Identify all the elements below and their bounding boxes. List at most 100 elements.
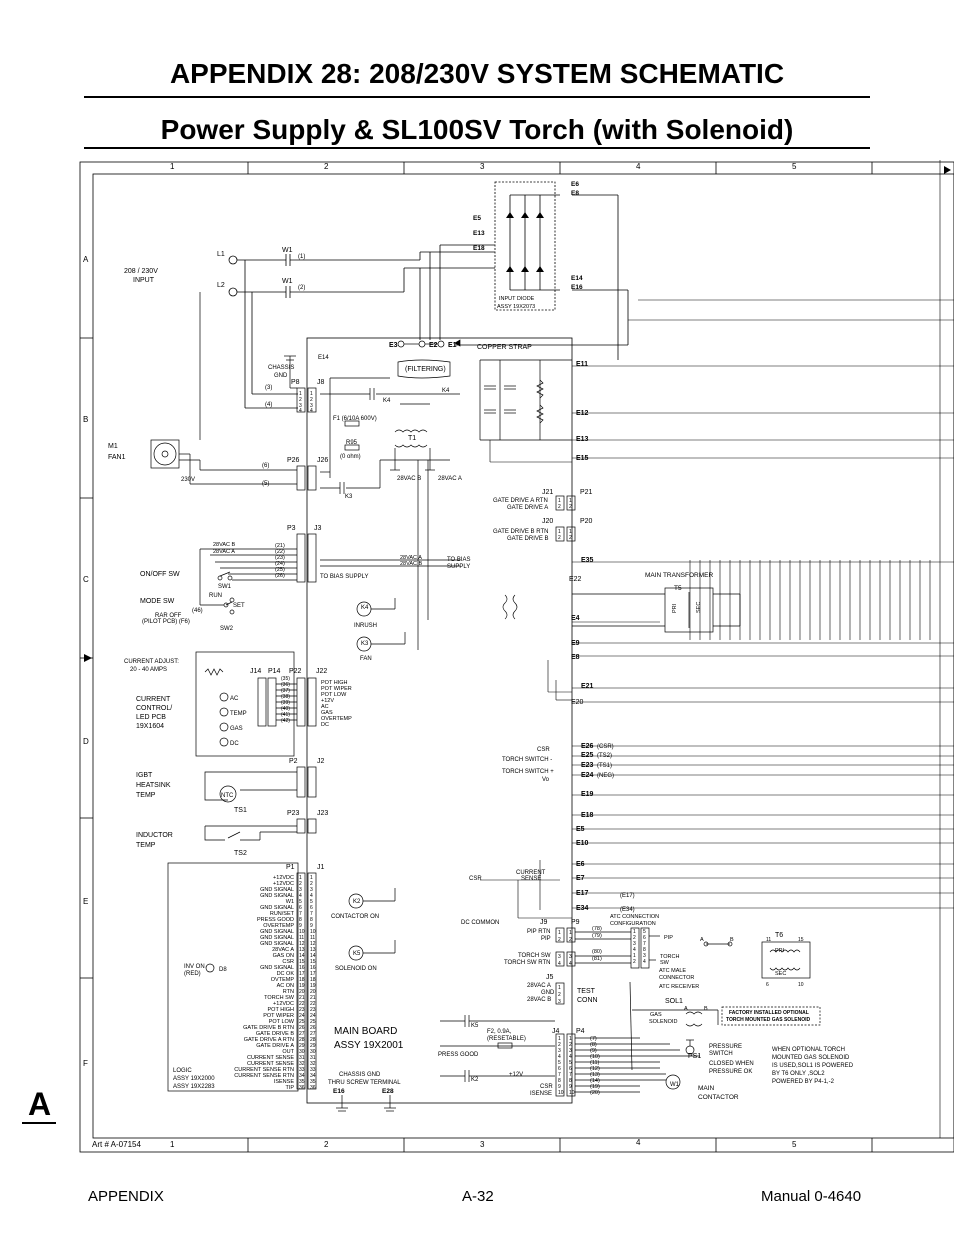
vac-label: 28VAC B (213, 542, 236, 548)
pin-number: 1 (299, 875, 302, 881)
pin-number: 25 (299, 1019, 305, 1025)
pin-number: 15 (310, 959, 316, 965)
l1-label: L1 (217, 251, 225, 258)
pressure-switch-label: PRESSURE (709, 1044, 742, 1050)
wire-label: (7) (590, 1036, 597, 1042)
svg-text:6: 6 (643, 935, 646, 941)
pin-number: 30 (299, 1049, 305, 1055)
p20-label: P20 (580, 518, 593, 525)
logic-signal: GND SIGNAL (260, 941, 294, 947)
pin-label: B (704, 1006, 708, 1012)
signal-label: GATE DRIVE A (507, 505, 548, 511)
logic-signal: PRESS GOOD (257, 917, 294, 923)
inductor-label: TEMP (136, 842, 156, 849)
to-bias-label: SUPPLY (447, 564, 470, 570)
p14-label: P14 (268, 668, 281, 675)
wire-label: (CSR) (597, 744, 614, 750)
fan1-label: FAN1 (108, 454, 126, 461)
side-tab: A (28, 1086, 52, 1122)
factory-note-box (721, 1006, 821, 1026)
terminal-label: E26 (581, 743, 594, 750)
terminal-label: E17 (576, 890, 589, 897)
sol1-label: SOL1 (665, 998, 683, 1005)
wire-label: (8) (590, 1042, 597, 1048)
press-good-label: PRESS GOOD (438, 1052, 479, 1058)
contactor-label: MAIN (698, 1085, 715, 1092)
current-control-box (195, 651, 295, 757)
svg-text:1: 1 (633, 953, 636, 959)
logic-label: LOGIC (173, 1068, 192, 1074)
p3-label: P3 (287, 525, 296, 532)
pin-label: 11 (766, 937, 771, 943)
terminal-label: E10 (576, 840, 589, 847)
j20-label: J20 (542, 518, 553, 525)
outer-frame (79, 161, 954, 1153)
signal-label: GATE DRIVE B RTN (493, 529, 548, 535)
signal-label: CSR (537, 747, 550, 753)
signal-label: ISENSE (530, 1091, 552, 1097)
atc-male-label: CONNECTOR (659, 975, 694, 981)
current-adjust-range: 20 - 40 AMPS (130, 667, 167, 673)
svg-text:2: 2 (310, 397, 313, 403)
pin-number: 28 (299, 1037, 305, 1043)
input-label: INPUT (133, 277, 155, 284)
pin-number: 20 (299, 989, 305, 995)
svg-text:7: 7 (643, 941, 646, 947)
wire-label: (20) (590, 1090, 600, 1096)
note-label: IS USED,SOL1 IS POWERED (772, 1063, 854, 1069)
footer-page-number: A-32 (462, 1188, 494, 1205)
r95-label: R95 (346, 440, 358, 446)
inrush-label: INRUSH (354, 623, 377, 629)
wire-label: (37) (281, 688, 290, 694)
mode-sw-label: MODE SW (140, 598, 175, 605)
pin-number: 2 (310, 881, 313, 887)
torch-sw-label: TORCH (660, 954, 679, 960)
p4-label: P4 (576, 1028, 585, 1035)
j2-connector (307, 766, 317, 798)
signal-label: GND (541, 990, 555, 996)
factory-label: FACTORY INSTALLED OPTIONAL (729, 1010, 809, 1016)
logic-signal: TORCH SW (264, 995, 295, 1001)
art-number: Art # A-07154 (92, 1140, 141, 1149)
pin-number: 29 (310, 1043, 316, 1049)
grid-row-label: E (83, 897, 88, 906)
k4-label: K4 (361, 605, 369, 611)
copper-strap-label: COPPER STRAP (477, 344, 532, 351)
pin-number: 6 (310, 905, 313, 911)
terminal-label: E24 (581, 772, 594, 779)
signal-label: GATE DRIVE B (507, 536, 549, 542)
logic-signal: RUN/SET (270, 911, 295, 917)
j1-connector (307, 872, 317, 1090)
p26-connector (296, 465, 306, 491)
signal-label: OVERTEMP (321, 716, 352, 722)
pin-number: 6 (558, 1066, 561, 1072)
svg-text:2: 2 (569, 937, 572, 943)
j26-label: J26 (317, 457, 328, 464)
pin-number: 17 (310, 971, 316, 977)
factory-label: TORCH MOUNTED GAS SOLENOID (726, 1017, 810, 1023)
grid-col-label: 2 (324, 1140, 329, 1149)
signal-label: PIP RTN (527, 929, 550, 935)
pin-number: 8 (558, 1078, 561, 1084)
p22-connector (296, 677, 306, 727)
grid-col-label: 3 (480, 1140, 485, 1149)
vac-label: 28VAC A (438, 476, 462, 482)
signal-label: 28VAC A (527, 983, 551, 989)
svg-text:2: 2 (558, 992, 561, 998)
logic-signal: CURRENT SENSE RTN (234, 1067, 294, 1073)
j8-label: J8 (317, 379, 325, 386)
svg-text:2: 2 (558, 937, 561, 943)
solenoid-label: GAS (650, 1012, 662, 1018)
filtering-label: (FILTERING) (405, 366, 446, 373)
svg-text:4: 4 (310, 408, 313, 414)
j22-label: J22 (316, 668, 327, 675)
j2-label: J2 (317, 758, 325, 765)
pin-number: 32 (299, 1061, 305, 1067)
w1-label: W1 (670, 1082, 680, 1088)
logic-signal: ISENSE (274, 1079, 295, 1085)
diode-terminal: E6 (571, 181, 579, 188)
logic-signal: GATE DRIVE A (256, 1043, 294, 1049)
grid-col-label: 1 (170, 162, 175, 171)
input-diode-box (494, 181, 556, 311)
